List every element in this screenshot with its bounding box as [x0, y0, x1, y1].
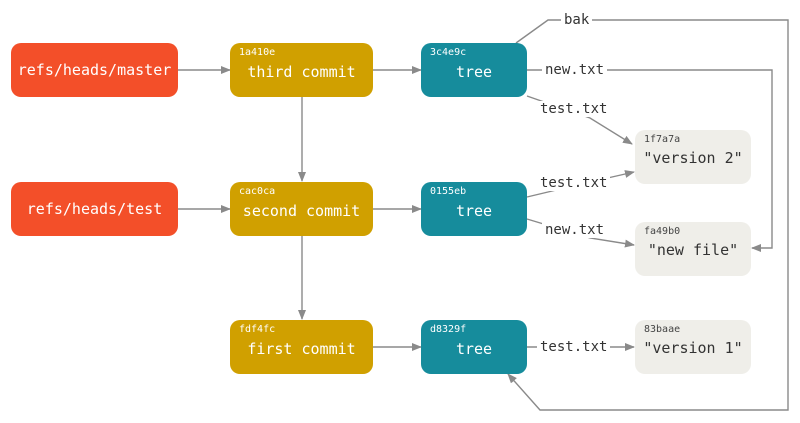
commit-third-label: third commit: [247, 63, 356, 81]
blob-1f7a7a-label: "version 2": [643, 149, 743, 167]
tree-0155eb[interactable]: 0155eb tree: [421, 182, 527, 236]
ref-test-label: refs/heads/test: [26, 200, 163, 218]
blob-83baae-label: "version 1": [643, 339, 743, 357]
tree-3c4e9c[interactable]: 3c4e9c tree: [421, 43, 527, 97]
ref-master[interactable]: refs/heads/master: [11, 43, 178, 97]
edge-t3-newtxt-to-newfile: [527, 69, 773, 252]
ref-test[interactable]: refs/heads/test: [11, 182, 178, 236]
blob-fa49b0-label: "new file": [647, 241, 739, 259]
tree-0155eb-label: tree: [455, 202, 493, 220]
commit-first-label: first commit: [247, 340, 356, 358]
edge-label-t3-testtxt: test.txt: [537, 101, 611, 117]
ref-master-label: refs/heads/master: [17, 61, 172, 79]
blob-1f7a7a[interactable]: 1f7a7a "version 2": [635, 130, 751, 184]
edge-t3-bak-to-t1: [507, 19, 789, 411]
commit-first[interactable]: fdf4fc first commit: [230, 320, 373, 374]
commit-second[interactable]: cac0ca second commit: [230, 182, 373, 236]
commit-first-hash: fdf4fc: [239, 324, 276, 335]
commit-second-hash: cac0ca: [239, 186, 276, 197]
edge-label-bak: bak: [561, 12, 593, 28]
edge-label-t2-testtxt: test.txt: [537, 175, 611, 191]
edge-label-t2-newtxt: new.txt: [542, 222, 608, 238]
blob-fa49b0[interactable]: fa49b0 "new file": [635, 222, 751, 276]
blob-fa49b0-hash: fa49b0: [644, 226, 681, 237]
blob-83baae-hash: 83baae: [644, 324, 681, 335]
blob-83baae[interactable]: 83baae "version 1": [635, 320, 751, 374]
blob-1f7a7a-hash: 1f7a7a: [644, 134, 681, 145]
edge-label-t3-newtxt: new.txt: [542, 62, 608, 78]
tree-d8329f-label: tree: [455, 340, 493, 358]
tree-d8329f-hash: d8329f: [430, 324, 467, 335]
edge-label-t1-testtxt: test.txt: [537, 339, 611, 355]
commit-third[interactable]: 1a410e third commit: [230, 43, 373, 97]
tree-0155eb-hash: 0155eb: [430, 186, 467, 197]
tree-3c4e9c-hash: 3c4e9c: [430, 47, 467, 58]
tree-d8329f[interactable]: d8329f tree: [421, 320, 527, 374]
commit-second-label: second commit: [242, 202, 361, 220]
tree-3c4e9c-label: tree: [455, 63, 493, 81]
commit-third-hash: 1a410e: [239, 47, 276, 58]
